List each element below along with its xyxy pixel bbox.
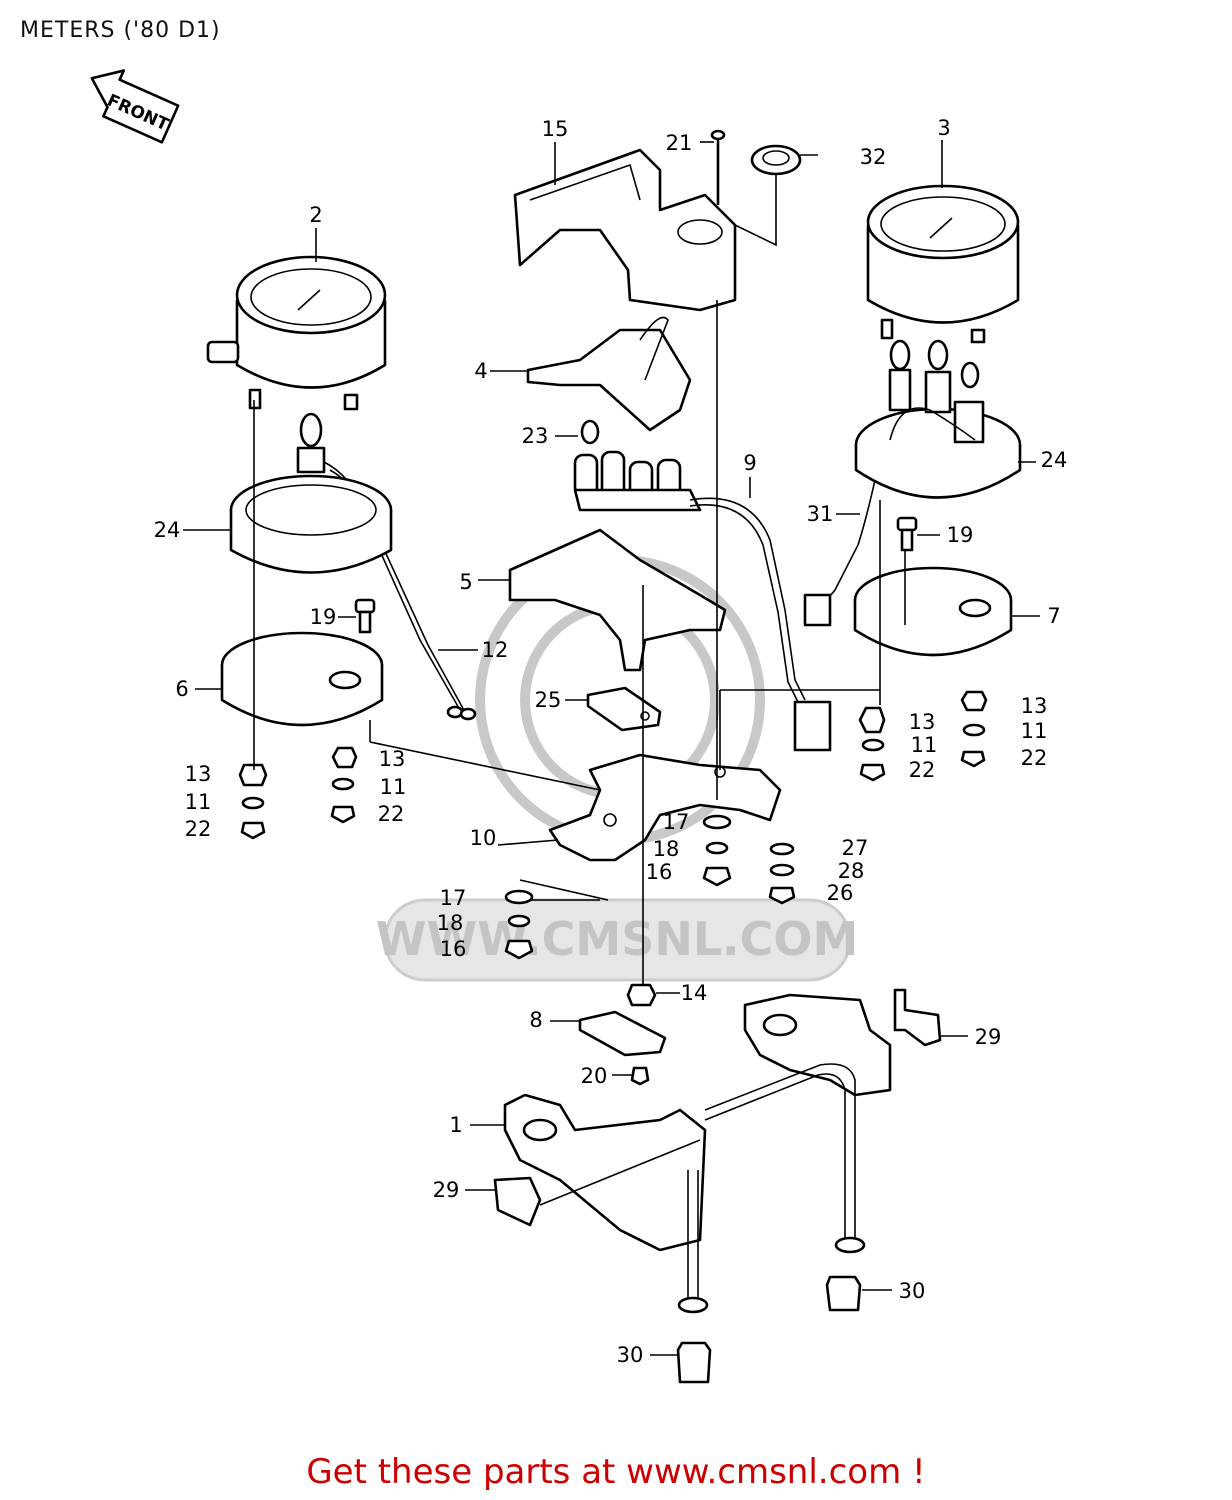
center-hardware — [504, 814, 796, 960]
callout-13-l: 13 — [185, 762, 212, 786]
callout-31: 31 — [807, 502, 834, 526]
part-10-mounting-plate — [548, 753, 782, 862]
part-23-indicator-bulbs — [573, 419, 702, 512]
part-5-meter-bracket — [508, 528, 727, 672]
callout-1: 1 — [449, 1113, 462, 1137]
part-21-screw — [710, 129, 726, 205]
callout-11-l: 11 — [185, 790, 212, 814]
page-title: METERS ('80 D1) — [20, 18, 221, 43]
callout-17-l: 17 — [440, 886, 467, 910]
footer-promo-link[interactable]: Get these parts at www.cmsnl.com ! — [306, 1452, 926, 1492]
callout-12: 12 — [482, 638, 509, 662]
callout-2: 2 — [309, 203, 322, 227]
part-3-tachometer — [866, 184, 1020, 344]
callout-18-c: 18 — [653, 837, 680, 861]
callout-4: 4 — [474, 359, 487, 383]
callout-23: 23 — [522, 424, 549, 448]
callout-22-r2: 22 — [1021, 746, 1048, 770]
callout-10: 10 — [470, 826, 497, 850]
part-30-grommets — [676, 1275, 862, 1384]
part-29-clamps — [493, 988, 942, 1227]
part-8-plate — [578, 1010, 667, 1057]
callout-25: 25 — [535, 688, 562, 712]
callout-29-r: 29 — [975, 1025, 1002, 1049]
part-32-grommet — [734, 144, 802, 247]
part-25-plate — [586, 686, 662, 732]
callout-8: 8 — [529, 1008, 542, 1032]
callout-7: 7 — [1047, 604, 1060, 628]
callout-14: 14 — [681, 981, 708, 1005]
front-arrow-icon: FRONT — [90, 69, 180, 144]
callout-labels: 15 21 32 3 2 4 23 9 24 24 31 19 19 5 7 1… — [154, 116, 1068, 1367]
callout-3: 3 — [937, 116, 950, 140]
callout-19-right: 19 — [947, 523, 974, 547]
part-6-left-meter-cup — [220, 631, 384, 727]
part-19-left-bolt — [354, 598, 376, 634]
callout-24-right: 24 — [1041, 448, 1068, 472]
callout-17-c: 17 — [663, 810, 690, 834]
leader-lines — [183, 140, 1040, 1356]
part-1-meter-stay — [503, 993, 892, 1314]
callout-11-r1: 11 — [911, 733, 938, 757]
callout-18-l: 18 — [437, 911, 464, 935]
part-7-right-meter-cup — [853, 566, 1013, 657]
callout-6: 6 — [175, 677, 188, 701]
callout-20: 20 — [581, 1064, 608, 1088]
callout-16-l: 16 — [440, 937, 467, 961]
callout-9: 9 — [743, 451, 756, 475]
right-cup-hardware — [858, 690, 988, 782]
callout-32: 32 — [860, 145, 887, 169]
callout-30-r: 30 — [899, 1279, 926, 1303]
callout-16-c: 16 — [646, 860, 673, 884]
part-9-wiring-harness — [689, 497, 832, 752]
part-24-left-meter-case — [229, 412, 477, 721]
callout-5: 5 — [459, 570, 472, 594]
part-2-speedometer — [206, 255, 387, 411]
watermark-text: WWW.CMSNL.COM — [376, 912, 859, 966]
callout-28: 28 — [838, 859, 865, 883]
callout-15: 15 — [542, 117, 569, 141]
callout-19-left: 19 — [310, 605, 337, 629]
callout-21: 21 — [666, 131, 693, 155]
callout-22-r1: 22 — [909, 758, 936, 782]
part-4-bulb-holder-plate — [526, 316, 692, 432]
callout-11-r2: 11 — [1021, 719, 1048, 743]
callout-27: 27 — [842, 836, 869, 860]
callout-13-m: 13 — [379, 747, 406, 771]
part-24-right-meter-case — [803, 339, 1022, 627]
left-cup-hardware — [238, 746, 358, 840]
part-14-rubber-damper — [626, 983, 657, 1007]
callout-22-l: 22 — [185, 817, 212, 841]
part-15-meter-cover — [513, 148, 737, 312]
callout-24-left: 24 — [154, 518, 181, 542]
callout-29-l: 29 — [433, 1178, 460, 1202]
callout-13-r1: 13 — [909, 710, 936, 734]
callout-30-l: 30 — [617, 1343, 644, 1367]
part-19-right-bolt — [896, 516, 918, 552]
callout-13-r2: 13 — [1021, 694, 1048, 718]
callout-26: 26 — [827, 881, 854, 905]
part-20-screw — [630, 1066, 650, 1086]
callout-11-m: 11 — [380, 775, 407, 799]
callout-22-m: 22 — [378, 802, 405, 826]
